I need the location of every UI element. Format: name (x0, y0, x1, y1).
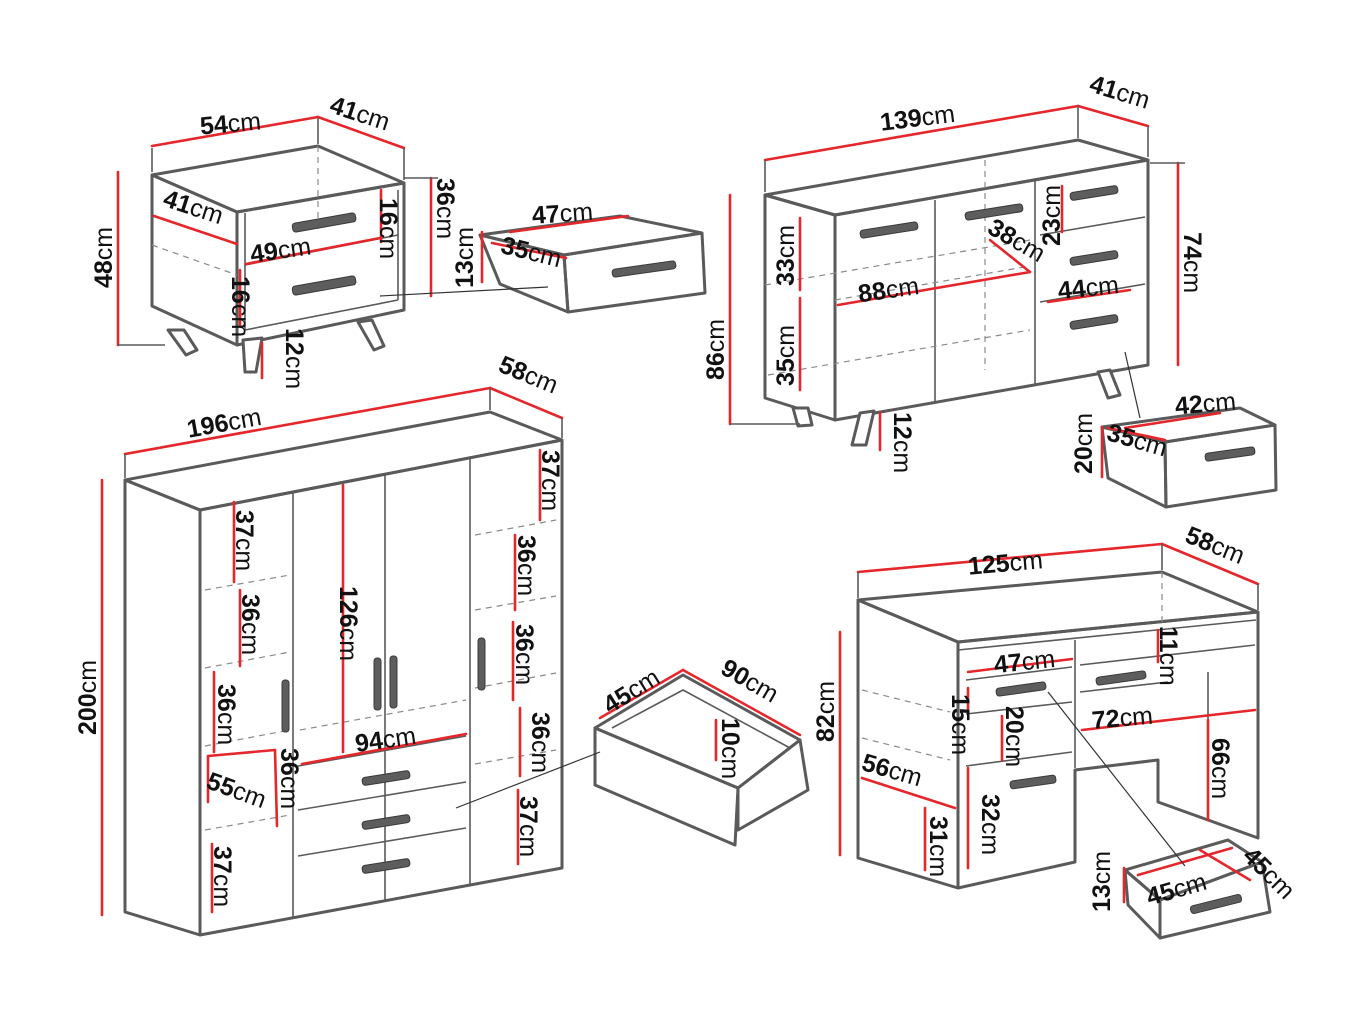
desk-drawer-front-height-label: 15cm (946, 694, 974, 755)
sideboard-drawer-inner-width-label: 44cm (1057, 271, 1121, 305)
nightstand-drawer-height-label: 13cm (451, 227, 479, 288)
wardrobe-drawing: 196cm 58cm 200cm 126cm 94cm 37cm 36cm 36… (74, 351, 810, 937)
sideboard-drawer-width-label: 42cm (1174, 387, 1237, 420)
desk-drawer-height-label: 13cm (1088, 851, 1116, 912)
desk-lower-shelf-height-label: 31cm (924, 816, 952, 877)
sideboard-body-height-label: 74cm (1178, 232, 1206, 293)
sideboard-total-height-label: 86cm (702, 319, 730, 380)
sideboard-drawing: 139cm 41cm 86cm 74cm 33cm 35cm 88cm 38cm… (702, 70, 1278, 509)
wardrobe-height-label: 200cm (74, 660, 102, 735)
wardrobe-left-shelf-5-label: 37cm (208, 846, 236, 907)
sideboard-drawer-height-label: 20cm (1070, 413, 1098, 474)
wardrobe-right-shelf-2-label: 36cm (512, 535, 540, 596)
desk-drawing: 125cm 58cm 82cm 47cm 11cm 15cm 20cm 72cm… (812, 521, 1300, 940)
desk-open-compartment-label: 20cm (1000, 706, 1028, 767)
wardrobe-width-label: 196cm (185, 403, 264, 444)
nightstand-drawer-depth-label: 35cm (498, 231, 564, 273)
nightstand-depth-label: 41cm (326, 91, 393, 137)
wardrobe-left-shelf-depth-label: 55cm (203, 767, 270, 814)
desk-side-shelf-depth-label: 56cm (859, 748, 925, 792)
nightstand-inner-width-label: 49cm (248, 232, 312, 268)
wardrobe-hanging-height-label: 126cm (334, 586, 362, 661)
desk-cabinet-height-label: 32cm (976, 794, 1004, 855)
desk-top-shelf-height-label: 11cm (1154, 626, 1182, 686)
nightstand-niche-height-label: 16cm (226, 276, 254, 337)
wardrobe-right-shelf-3-label: 36cm (510, 624, 538, 685)
desk-height-label: 82cm (812, 681, 840, 742)
sideboard-lower-compartment-label: 35cm (772, 325, 800, 386)
nightstand-leg-height-label: 12cm (280, 328, 308, 389)
sideboard-drawer-front-label: 23cm (1038, 185, 1066, 246)
sideboard-depth-label: 41cm (1086, 70, 1153, 115)
sideboard-drawer-depth-label: 35cm (1104, 419, 1170, 463)
sideboard-inner-width-label: 88cm (856, 272, 920, 308)
wardrobe-left-shelf-2-label: 36cm (236, 594, 264, 655)
wardrobe-right-shelf-1-label: 37cm (536, 450, 564, 511)
desk-knee-width-label: 72cm (1091, 702, 1154, 735)
nightstand-height-label: 48cm (90, 227, 118, 288)
wardrobe-depth-label: 58cm (495, 351, 562, 400)
wardrobe-drawer-height-label: 10cm (716, 718, 744, 779)
wardrobe-right-shelf-4-label: 36cm (526, 712, 554, 773)
sideboard-width-label: 139cm (879, 100, 957, 137)
nightstand-body-height-label: 36cm (431, 178, 459, 239)
wardrobe-left-shelf-1-label: 37cm (230, 510, 258, 571)
desk-drawer-opening-width-label: 47cm (993, 645, 1057, 679)
wardrobe-left-shelf-3-label: 36cm (212, 684, 240, 745)
desk-width-label: 125cm (967, 546, 1044, 580)
nightstand-width-label: 54cm (199, 107, 262, 140)
wardrobe-drawer-depth-label: 45cm (598, 663, 665, 719)
sideboard-upper-compartment-label: 33cm (772, 225, 800, 286)
wardrobe-right-shelf-5-label: 37cm (514, 796, 542, 857)
nightstand-drawer-front-label: 16cm (374, 198, 402, 259)
wardrobe-left-shelf-4-label: 36cm (275, 748, 303, 809)
nightstand-drawer-width-label: 47cm (531, 198, 594, 230)
desk-depth-label: 58cm (1181, 521, 1248, 570)
desk-knee-height-label: 66cm (1206, 738, 1234, 799)
nightstand-drawing: 54cm 41cm 48cm 41cm 49cm 16cm 36cm 16cm … (90, 91, 707, 389)
wardrobe-hanging-width-label: 94cm (353, 722, 417, 758)
sideboard-leg-height-label: 12cm (888, 412, 916, 473)
